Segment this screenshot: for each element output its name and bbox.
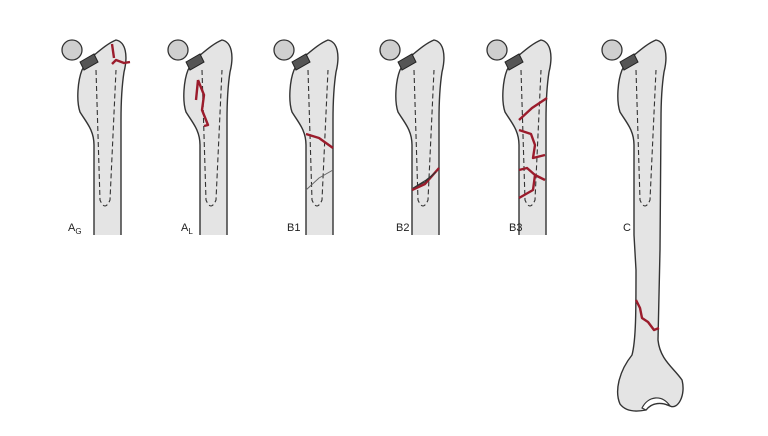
fracture-line bbox=[634, 299, 660, 332]
label-c: C bbox=[623, 222, 631, 234]
femur-b3 bbox=[486, 39, 552, 236]
femur-b2 bbox=[379, 39, 445, 236]
label-b1: B1 bbox=[287, 222, 301, 234]
fracture-line bbox=[518, 97, 548, 200]
femur-c bbox=[601, 39, 684, 412]
label-ag: AG bbox=[68, 222, 82, 237]
fracture-line bbox=[194, 79, 210, 128]
fracture-line bbox=[305, 132, 334, 149]
femur-al bbox=[167, 39, 233, 236]
fracture-line bbox=[110, 43, 131, 65]
label-b3: B3 bbox=[509, 222, 523, 234]
femur-b1 bbox=[273, 39, 339, 236]
label-b2: B2 bbox=[396, 222, 410, 234]
femur-ag bbox=[61, 39, 131, 236]
label-al: AL bbox=[181, 222, 193, 237]
